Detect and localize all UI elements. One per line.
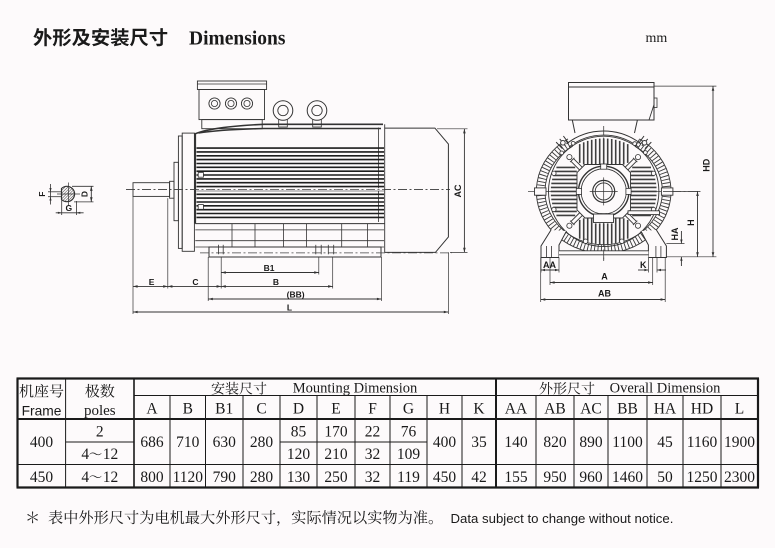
svg-text:L: L xyxy=(735,401,744,418)
svg-text:F: F xyxy=(368,401,377,418)
svg-text:K: K xyxy=(473,401,485,418)
svg-text:250: 250 xyxy=(324,469,348,486)
svg-text:109: 109 xyxy=(397,446,421,463)
svg-text:76: 76 xyxy=(401,423,417,440)
svg-text:D: D xyxy=(80,191,90,197)
svg-text:280: 280 xyxy=(250,469,274,486)
svg-text:450: 450 xyxy=(433,469,457,486)
svg-text:12: 12 xyxy=(103,446,119,463)
svg-text:800: 800 xyxy=(140,469,164,486)
svg-text:42: 42 xyxy=(471,469,487,486)
svg-text:Mounting Dimension: Mounting Dimension xyxy=(293,381,418,397)
svg-text:12: 12 xyxy=(103,469,119,486)
svg-text:4: 4 xyxy=(81,469,89,486)
svg-text:H: H xyxy=(439,401,450,418)
svg-text:Overall Dimension: Overall Dimension xyxy=(610,381,721,397)
svg-text:45: 45 xyxy=(657,434,673,451)
svg-text:B: B xyxy=(273,277,279,287)
svg-text:E: E xyxy=(331,401,340,418)
svg-text:HA: HA xyxy=(654,401,677,418)
svg-text:140: 140 xyxy=(504,434,528,451)
svg-text:K: K xyxy=(640,260,647,270)
svg-text:1100: 1100 xyxy=(612,434,643,451)
svg-text:1900: 1900 xyxy=(724,434,755,451)
svg-text:mm: mm xyxy=(646,31,668,46)
svg-text:H: H xyxy=(686,219,696,226)
svg-text:2300: 2300 xyxy=(724,469,755,486)
svg-text:280: 280 xyxy=(250,434,274,451)
svg-text:Data subject to change without: Data subject to change without notice. xyxy=(451,511,674,526)
svg-text:AB: AB xyxy=(598,289,611,299)
svg-text:155: 155 xyxy=(504,469,528,486)
svg-text:L: L xyxy=(287,303,292,313)
svg-text:B: B xyxy=(183,401,193,418)
svg-text:BB: BB xyxy=(617,401,638,418)
svg-text:HA: HA xyxy=(670,227,680,240)
svg-text:1120: 1120 xyxy=(173,469,204,486)
svg-text:32: 32 xyxy=(365,469,381,486)
svg-text:400: 400 xyxy=(433,434,457,451)
svg-text:poles: poles xyxy=(84,403,116,419)
svg-text:1160: 1160 xyxy=(687,434,718,451)
svg-text:820: 820 xyxy=(543,434,567,451)
svg-text:AC: AC xyxy=(580,401,602,418)
svg-text:Dimensions: Dimensions xyxy=(189,29,286,50)
svg-text:C: C xyxy=(256,401,266,418)
svg-text:B1: B1 xyxy=(215,401,233,418)
svg-text:F: F xyxy=(37,192,47,197)
svg-text:960: 960 xyxy=(579,469,603,486)
svg-text:130: 130 xyxy=(287,469,311,486)
svg-text:E: E xyxy=(149,277,155,287)
svg-text:B1: B1 xyxy=(264,263,275,273)
svg-text:32: 32 xyxy=(365,446,381,463)
svg-text:686: 686 xyxy=(140,434,164,451)
svg-text:HD: HD xyxy=(691,401,713,418)
svg-text:A: A xyxy=(601,272,608,282)
svg-text:170: 170 xyxy=(324,423,348,440)
svg-text:120: 120 xyxy=(287,446,311,463)
svg-text:AA: AA xyxy=(505,401,528,418)
svg-text:2: 2 xyxy=(96,423,104,440)
svg-text:AC: AC xyxy=(453,184,463,197)
svg-text:G: G xyxy=(65,203,72,213)
svg-text:4: 4 xyxy=(81,446,89,463)
svg-text:D: D xyxy=(293,401,304,418)
svg-text:A: A xyxy=(146,401,158,418)
svg-text:630: 630 xyxy=(213,434,237,451)
svg-text:22: 22 xyxy=(365,423,381,440)
svg-text:HD: HD xyxy=(701,158,711,171)
svg-text:1460: 1460 xyxy=(612,469,643,486)
svg-text:50: 50 xyxy=(657,469,673,486)
svg-text:119: 119 xyxy=(397,469,420,486)
svg-text:85: 85 xyxy=(291,423,307,440)
svg-text:G: G xyxy=(403,401,414,418)
svg-text:C: C xyxy=(192,277,198,287)
svg-text:1250: 1250 xyxy=(687,469,718,486)
svg-text:35: 35 xyxy=(471,434,487,451)
svg-text:400: 400 xyxy=(30,434,54,451)
svg-text:210: 210 xyxy=(324,446,348,463)
svg-text:Frame: Frame xyxy=(22,404,62,419)
svg-text:710: 710 xyxy=(176,434,200,451)
svg-text:450: 450 xyxy=(30,469,54,486)
svg-text:790: 790 xyxy=(213,469,237,486)
svg-text:890: 890 xyxy=(579,434,603,451)
svg-text:AB: AB xyxy=(544,401,566,418)
svg-text:(BB): (BB) xyxy=(287,290,305,300)
svg-text:950: 950 xyxy=(543,469,567,486)
